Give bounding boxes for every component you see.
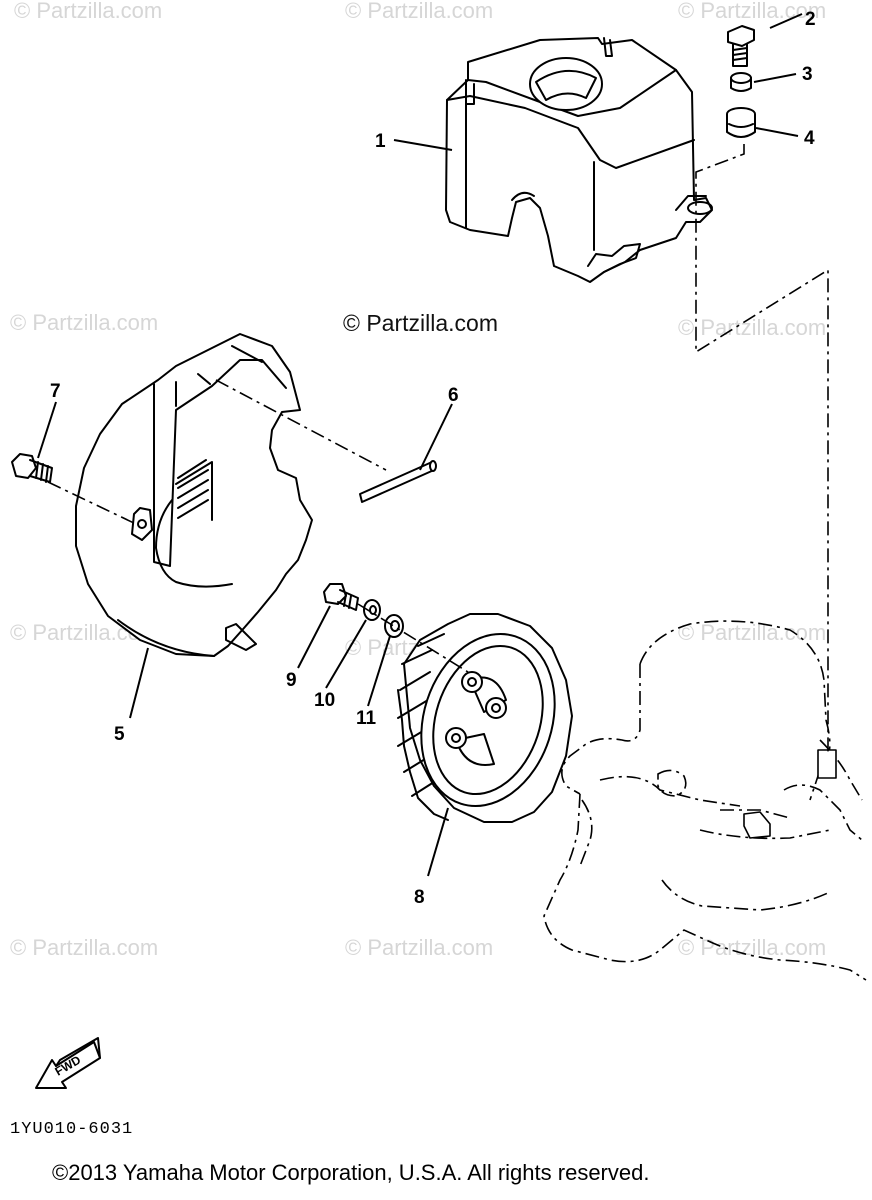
- callout-9: 9: [286, 670, 297, 691]
- part-3-collar[interactable]: [730, 72, 752, 92]
- assembly-guide-lines: [47, 144, 829, 752]
- part-8-cooling-fan[interactable]: [397, 613, 576, 823]
- watermark: © Partzilla.com: [345, 935, 493, 960]
- callout-3: 3: [802, 64, 813, 85]
- part-4-grommet[interactable]: [726, 107, 756, 138]
- leader-lines: [37, 13, 803, 877]
- part-5-fan-shroud[interactable]: [75, 333, 313, 657]
- part-1-cylinder-cover[interactable]: [445, 37, 713, 283]
- callout-5: 5: [114, 724, 125, 745]
- part-11-washer[interactable]: [384, 614, 404, 638]
- callout-10: 10: [314, 690, 335, 711]
- watermark: © Partzilla.com: [678, 0, 826, 23]
- fwd-arrow-icon: FWD: [35, 1037, 101, 1089]
- part-7-bolt[interactable]: [11, 453, 53, 483]
- callout-2: 2: [805, 9, 816, 30]
- watermark: © Partzilla.com: [10, 310, 158, 335]
- watermark-main: © Partzilla.com: [343, 310, 498, 336]
- callout-1: 1: [375, 131, 386, 152]
- callout-11: 11: [356, 708, 377, 729]
- callout-7: 7: [50, 381, 61, 402]
- part-6-pin[interactable]: [359, 460, 437, 503]
- watermark: © Partzilla.com: [14, 0, 162, 23]
- watermark: © Partzilla.com: [10, 935, 158, 960]
- callout-4: 4: [804, 128, 815, 149]
- engine-reference-outline: [543, 620, 867, 981]
- diagram-code: 1YU010-6031: [10, 1120, 133, 1139]
- watermark: © Partzilla.com: [345, 0, 493, 23]
- watermark: © Partzilla.com: [678, 620, 826, 645]
- callout-labels: 1 2 3 4 5 6 7 8 9 10 11: [50, 9, 816, 908]
- copyright-notice: ©2013 Yamaha Motor Corporation, U.S.A. A…: [52, 1160, 649, 1185]
- callout-8: 8: [414, 887, 425, 908]
- watermark: © Partzilla.com: [678, 315, 826, 340]
- part-2-bolt[interactable]: [727, 25, 755, 67]
- callout-6: 6: [448, 385, 459, 406]
- part-9-bolt[interactable]: [323, 583, 359, 611]
